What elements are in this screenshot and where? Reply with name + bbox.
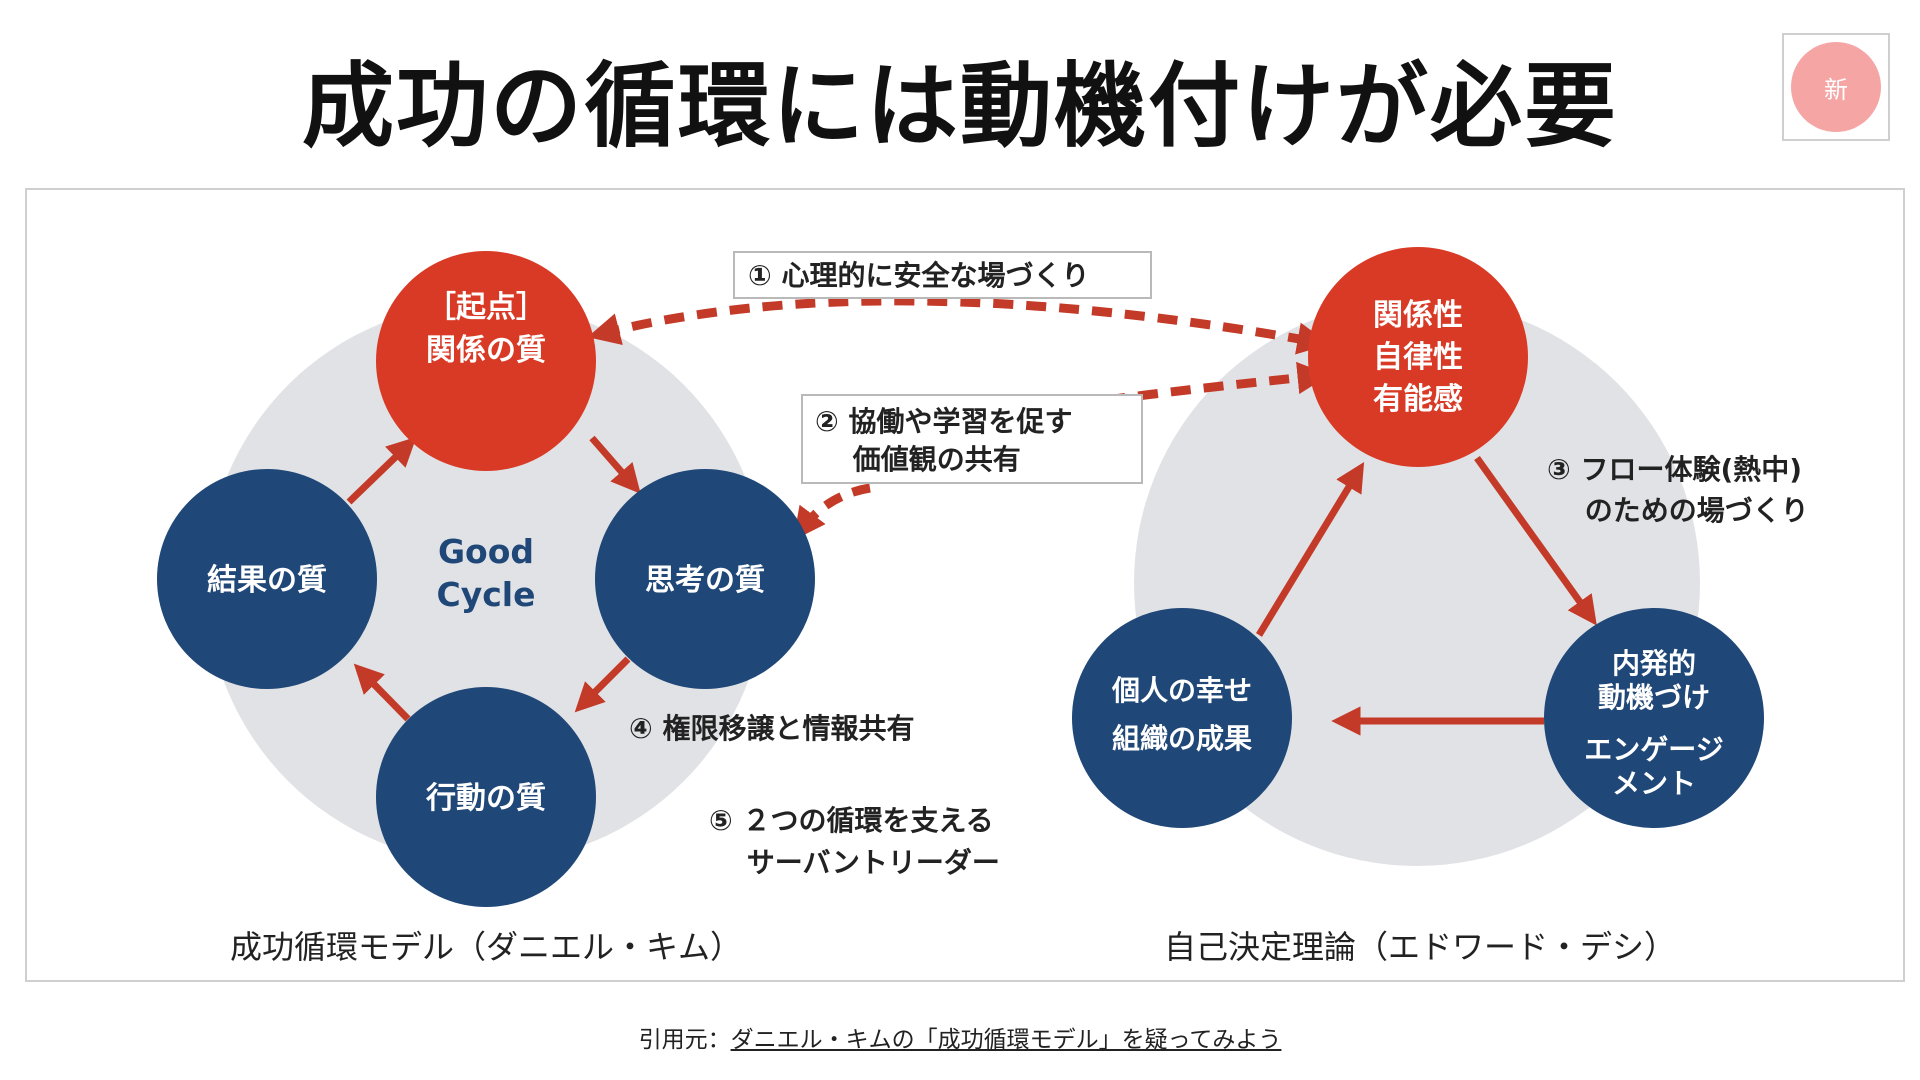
callout-1: ① 心理的に安全な場づくり (733, 251, 1152, 299)
citation-link[interactable]: ダニエル・キムの「成功循環モデル」を疑ってみよう (730, 1027, 1282, 1053)
right-model-caption: 自己決定理論（エドワード・デシ） (1164, 928, 1676, 966)
node-needs-line1: 関係性 (1373, 298, 1463, 333)
node-basic-needs: 関係性 自律性 有能感 (1308, 247, 1528, 467)
node-outcome-line1: 個人の幸せ (1111, 674, 1252, 707)
arrow-action-to-result (353, 663, 411, 722)
node-result-quality: 結果の質 (157, 469, 377, 689)
node-motivation-line3: エンゲージ (1584, 733, 1723, 766)
arrow-outcome-to-needs (1256, 461, 1365, 637)
slide-title: 成功の循環には動機付けが必要 (301, 53, 1618, 160)
callout-1-text: ① 心理的に安全な場づくり (748, 259, 1089, 292)
left-model-caption: 成功循環モデル（ダニエル・キム） (230, 928, 742, 966)
node-motivation-line1: 内発的 (1612, 647, 1696, 680)
arrow-relationship-to-thinking (589, 435, 641, 494)
left-cycle-disc (206, 303, 766, 863)
node-outcome-line2: 組織の成果 (1112, 722, 1252, 755)
diagram-canvas: ［起点］ 関係の質 思考の質 行動の質 結果の質 Good Cycle 関係性 … (157, 247, 1809, 966)
node-thinking-label: 思考の質 (645, 563, 765, 598)
callout-5-line1: ⑤ ２つの循環を支える (709, 804, 994, 837)
citation: 引用元：ダニエル・キムの「成功循環モデル」を疑ってみよう (0, 1020, 1920, 1054)
node-needs-line3: 有能感 (1373, 382, 1463, 417)
node-relationship-line2: 関係の質 (426, 333, 546, 368)
node-relationship-quality: ［起点］ 関係の質 (376, 251, 596, 471)
callout-5-line2: サーバントリーダー (709, 846, 1000, 879)
callout-3-line2: のための場づくり (1547, 494, 1809, 527)
arrow-thinking-to-action (574, 656, 631, 713)
node-thinking-quality: 思考の質 (595, 469, 815, 689)
arrow-needs-to-motivation (1474, 455, 1597, 626)
node-motivation-line2: 動機づけ (1598, 681, 1710, 714)
node-motivation-line4: メント (1612, 767, 1696, 800)
callout-2-line2: 価値観の共有 (815, 443, 1021, 476)
node-intrinsic-motivation: 内発的 動機づけ エンゲージ メント (1544, 608, 1764, 828)
diagram-frame: ［起点］ 関係の質 思考の質 行動の質 結果の質 Good Cycle 関係性 … (25, 188, 1905, 982)
callout-4-text: ④ 権限移譲と情報共有 (629, 712, 914, 745)
dashed-arrow-2b (793, 483, 871, 541)
node-action-quality: 行動の質 (376, 687, 596, 907)
new-badge[interactable]: 新 (1791, 42, 1881, 132)
node-action-label: 行動の質 (425, 781, 546, 816)
citation-prefix: 引用元： (638, 1027, 731, 1053)
new-badge-frame: 新 (1782, 33, 1890, 141)
good-cycle-label-line2: Cycle (437, 575, 536, 614)
node-outcomes: 個人の幸せ 組織の成果 (1072, 608, 1292, 828)
node-result-label: 結果の質 (207, 563, 327, 598)
node-relationship-line1: ［起点］ (426, 290, 546, 325)
callout-2-line1: ② 協働や学習を促す (815, 405, 1072, 438)
dashed-arrow-1 (587, 296, 1330, 355)
callout-2: ② 協働や学習を促す 価値観の共有 (801, 394, 1143, 484)
callout-3-line1: ③ フロー体験(熱中) (1547, 453, 1802, 486)
arrow-result-to-relationship (346, 436, 417, 505)
node-needs-line2: 自律性 (1373, 340, 1463, 375)
good-cycle-label-line1: Good (438, 532, 534, 571)
